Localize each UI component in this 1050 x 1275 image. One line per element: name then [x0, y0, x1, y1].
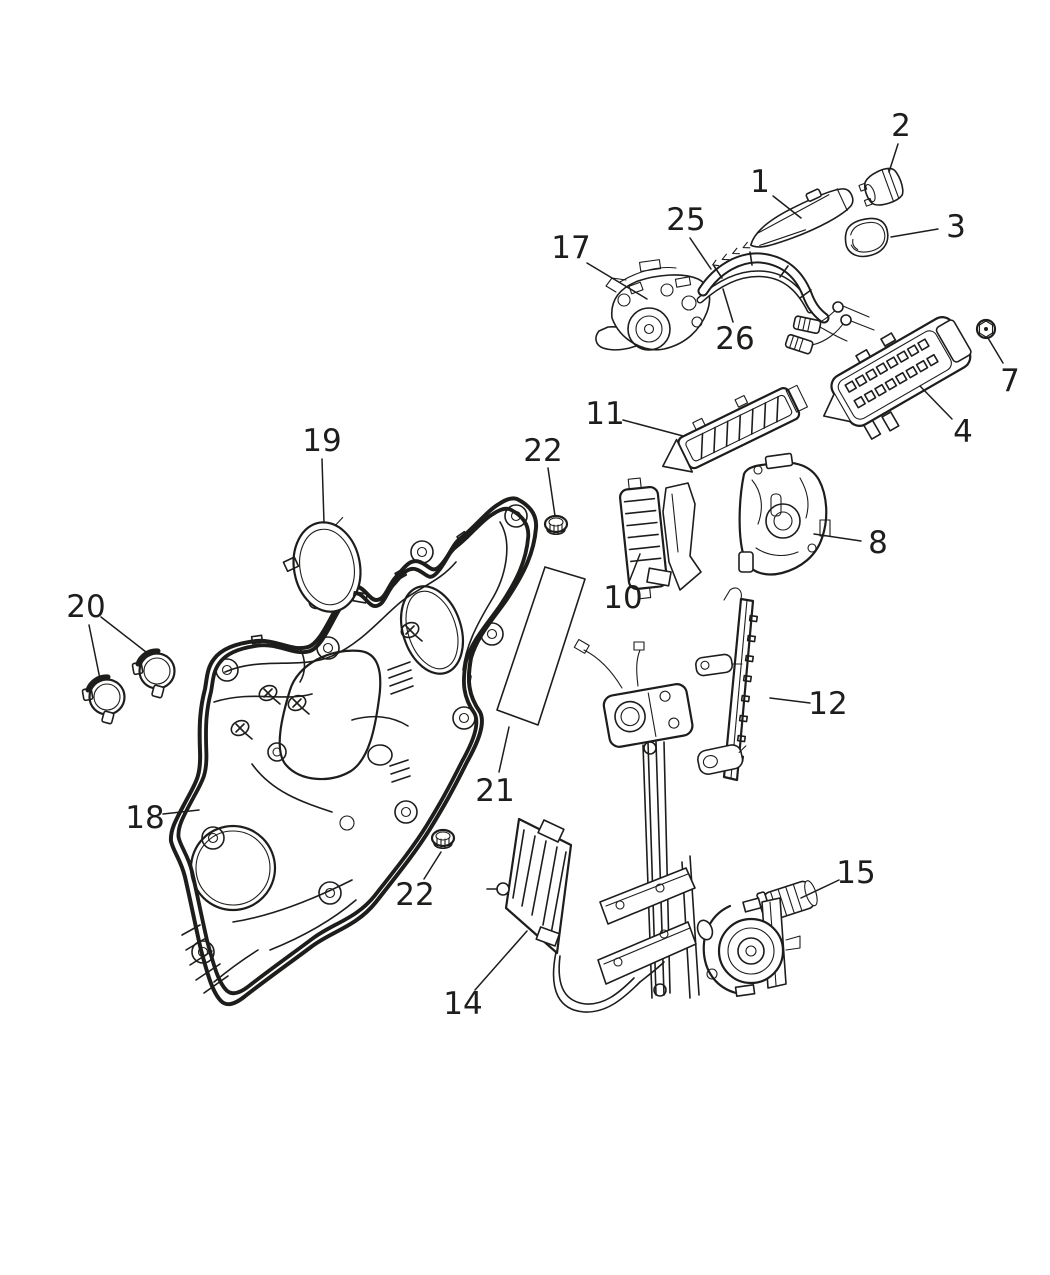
callout-label-12: 10 [603, 580, 642, 616]
leader-line-4 [586, 262, 648, 300]
part-12-glass-guide-rail [695, 587, 759, 782]
callout-label-16: 18 [125, 800, 164, 836]
part-14-window-regulator [486, 638, 700, 1013]
leader-line-10 [547, 467, 556, 517]
callout-label-17: 22 [395, 877, 434, 913]
leader-line-13 [100, 616, 147, 653]
leader-line-12 [628, 553, 641, 583]
rail-clips [734, 614, 759, 763]
callout-label-18: 15 [836, 855, 875, 891]
part-11-handle-reinforcement [662, 384, 808, 473]
rail-upper-arm [695, 653, 733, 677]
callout-label-6: 7 [1000, 363, 1020, 399]
callout-label-8: 11 [585, 396, 624, 432]
leader-line-6 [987, 337, 1004, 364]
part-15-window-motor [696, 880, 818, 998]
callout-label-1: 2 [891, 108, 911, 144]
callout-label-19: 14 [443, 986, 482, 1022]
callout-label-15: 21 [475, 773, 514, 809]
part-20-hole-plugs [81, 648, 176, 725]
leader-line-1 [888, 143, 899, 173]
leader-line-14 [769, 697, 811, 704]
callout-label-2: 3 [946, 209, 966, 245]
part-17-latch-cable-mechanism [595, 259, 711, 351]
part-19-access-hole-cover [282, 516, 369, 613]
leader-line-9 [321, 458, 325, 524]
leader-line-18 [800, 879, 840, 899]
leader-line-19 [474, 930, 528, 991]
leader-line-16 [162, 809, 200, 815]
callout-label-13: 20 [66, 589, 105, 625]
part-22-grommet-upper [543, 514, 569, 536]
leader-line-11 [813, 533, 862, 542]
bracket-texture [844, 332, 939, 440]
leader-line-8 [622, 419, 684, 437]
callout-label-5: 26 [715, 321, 754, 357]
panel-bolt-holes [191, 504, 528, 964]
part-4-handle-mounting-bracket [822, 316, 972, 440]
leader-line-7 [919, 385, 953, 420]
regulator-lift-plate [486, 817, 573, 955]
leader-lines-layer [88, 143, 1004, 991]
cable-segment-ticks [713, 251, 812, 299]
part-21-tape-strip [496, 566, 586, 726]
regulator-cross-plates [597, 867, 697, 985]
part-25-26-cables [696, 251, 875, 355]
rail-lower-foot [697, 744, 747, 775]
part-7-nut [975, 318, 997, 340]
reinforcement-hatch [700, 395, 779, 460]
part-22-grommet-lower [430, 828, 456, 850]
callout-label-10: 22 [523, 433, 562, 469]
callout-label-14: 12 [808, 686, 847, 722]
part-10-latch-shield [618, 477, 702, 600]
cable-end-fittings [784, 301, 875, 355]
part-18-door-module-panel [168, 496, 539, 1007]
plug-left [81, 674, 126, 725]
regulator-top-bracket [602, 683, 694, 748]
leader-line-3 [689, 237, 712, 270]
callout-label-11: 8 [868, 525, 888, 561]
leader-line-0 [772, 195, 802, 219]
part-3-handle-end-cap [844, 217, 889, 258]
part-2-handle-cap [858, 167, 904, 207]
callout-label-3: 25 [666, 202, 705, 238]
regulator-cables [552, 741, 667, 1013]
part-8-door-latch [738, 452, 831, 576]
callout-label-7: 4 [953, 414, 973, 450]
callout-label-9: 19 [302, 423, 341, 459]
leader-line-2 [890, 228, 939, 238]
leader-line-5 [722, 288, 734, 323]
callout-label-0: 1 [750, 164, 770, 200]
part-1-exterior-door-handle [712, 188, 854, 267]
leader-line-17 [423, 851, 442, 880]
panel-ribbing [181, 521, 508, 994]
leader-line-15 [498, 726, 510, 773]
callout-label-4: 17 [551, 230, 590, 266]
plug-right [131, 648, 176, 699]
leader-line-13 [88, 624, 101, 680]
panel-openings [189, 585, 464, 912]
